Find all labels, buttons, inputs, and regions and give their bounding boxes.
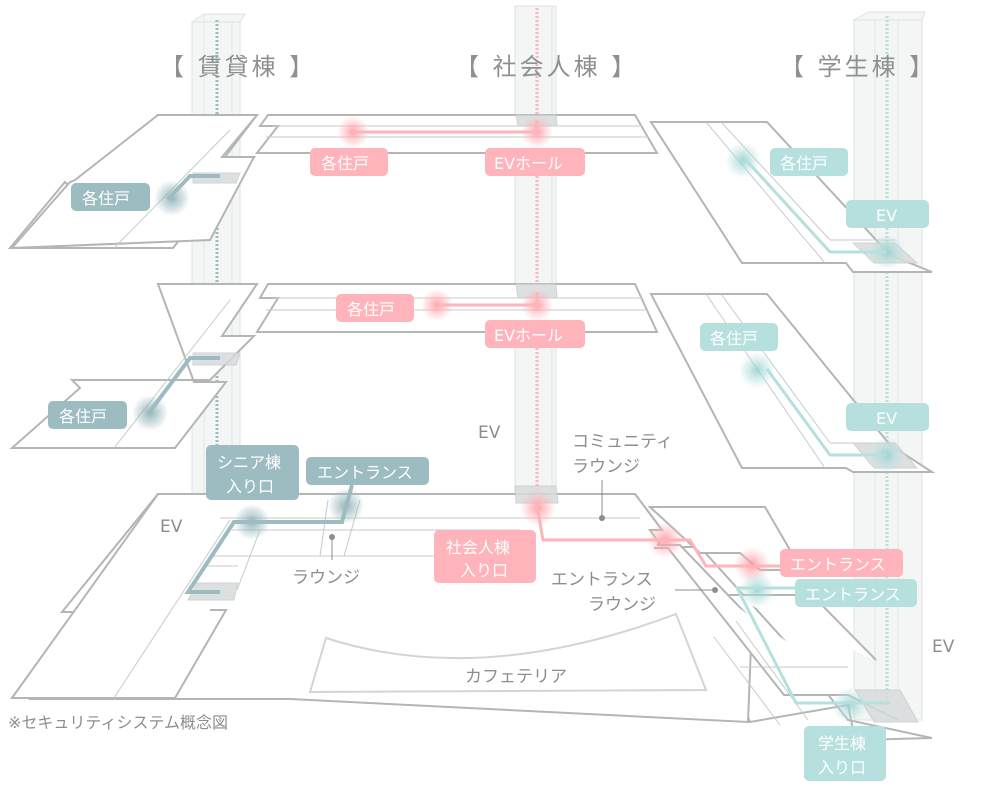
- rental-building-heading: 【 賃貸棟 】: [160, 53, 316, 81]
- svg-text:各住戸: 各住戸: [321, 154, 369, 173]
- social-unit-upper-badge: 各住戸: [310, 148, 388, 176]
- svg-text:シニア棟: シニア棟: [217, 453, 281, 472]
- student-entrance-badge: 学生棟 入り口: [804, 726, 886, 781]
- svg-text:各住戸: 各住戸: [347, 300, 395, 319]
- student-elevator-shaft: [852, 11, 926, 721]
- student-building-heading: 【 学生棟 】: [780, 53, 936, 81]
- social-upper-floor: [254, 114, 659, 154]
- svg-text:各住戸: 各住戸: [710, 329, 758, 348]
- rental-unit-middle-badge: 各住戸: [48, 401, 127, 429]
- lounge-label: ラウンジ: [292, 568, 360, 588]
- svg-text:学生棟: 学生棟: [818, 734, 866, 753]
- svg-text:各住戸: 各住戸: [82, 189, 130, 208]
- student-unit-middle-badge: 各住戸: [700, 323, 778, 351]
- svg-text:EV: EV: [876, 206, 897, 225]
- svg-text:エントランス: エントランス: [790, 555, 886, 574]
- entrance-lounge-marker: [712, 587, 718, 593]
- svg-text:各住戸: 各住戸: [59, 407, 107, 426]
- svg-text:入り口: 入り口: [818, 758, 866, 777]
- svg-text:エントランス: エントランス: [317, 463, 413, 482]
- social-ev-hall-upper-badge: EVホール: [485, 148, 585, 176]
- lounge-marker: [329, 534, 335, 540]
- community-lounge-label-2: ラウンジ: [572, 457, 640, 477]
- student-ev-middle-badge: EV: [846, 403, 929, 431]
- student-ev-label: EV: [932, 637, 955, 657]
- social-ev-label: EV: [478, 423, 501, 443]
- social-building-heading: 【 社会人棟 】: [455, 53, 638, 81]
- entrance-lounge-label-2: ラウンジ: [588, 595, 656, 615]
- social-ev-hall-middle-badge: EVホール: [485, 320, 585, 348]
- student-upper-floor: [649, 121, 933, 273]
- senior-entrance-badge: シニア棟 入り口: [206, 445, 299, 500]
- diagram-note: ※セキュリティシステム概念図: [8, 713, 228, 732]
- student-ground-route: [734, 572, 890, 723]
- community-lounge-label-1: コミュニティ: [572, 432, 673, 452]
- social-entrance-side-badge: エントランス: [780, 549, 903, 577]
- svg-text:エントランス: エントランス: [805, 585, 901, 604]
- social-unit-middle-badge: 各住戸: [336, 294, 414, 322]
- rental-upper-floor: [7, 114, 260, 250]
- svg-text:各住戸: 各住戸: [780, 154, 828, 173]
- svg-text:社会人棟: 社会人棟: [446, 538, 510, 557]
- svg-text:EVホール: EVホール: [494, 326, 563, 345]
- svg-text:入り口: 入り口: [460, 561, 508, 580]
- rental-ground-route: [184, 484, 364, 594]
- student-entrance-side-badge: エントランス: [795, 579, 917, 607]
- community-lounge-marker: [599, 515, 605, 521]
- social-elevator-shaft: [514, 5, 557, 507]
- rental-ev-label: EV: [160, 517, 183, 537]
- student-unit-upper-badge: 各住戸: [770, 148, 848, 176]
- entrance-lounge-label-1: エントランス: [551, 570, 653, 590]
- rental-entrance-badge: エントランス: [306, 457, 429, 485]
- cafeteria-area: [308, 612, 708, 694]
- svg-text:EVホール: EVホール: [494, 154, 563, 173]
- student-ev-upper-badge: EV: [846, 200, 929, 228]
- svg-text:EV: EV: [876, 409, 897, 428]
- cafeteria-label: カフェテリア: [465, 667, 567, 687]
- social-entrance-badge: 社会人棟 入り口: [434, 530, 536, 583]
- svg-text:入り口: 入り口: [226, 477, 274, 496]
- social-middle-floor: [255, 283, 659, 333]
- rental-unit-upper-badge: 各住戸: [71, 183, 150, 211]
